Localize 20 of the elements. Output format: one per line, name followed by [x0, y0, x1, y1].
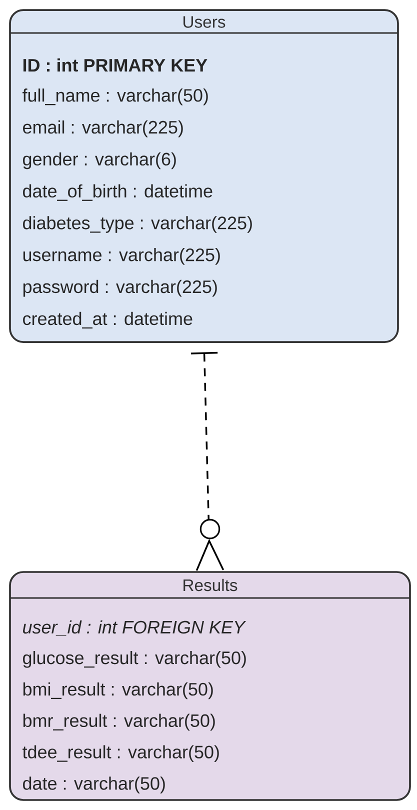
- entity-title: Results: [184, 578, 238, 592]
- entity-table: [9, 571, 411, 801]
- entity-title: Users: [184, 16, 226, 28]
- relationship-line: [190, 352, 224, 571]
- attribute-row: ID : int PRIMARY KEY: [23, 58, 208, 72]
- attribute-row: date_of_birth : datetime: [23, 184, 212, 201]
- attribute-row: bmr_result : varchar(50): [23, 714, 215, 731]
- attribute-row: password : varchar(225): [23, 280, 217, 297]
- attribute-row: diabetes_type : varchar(225): [23, 216, 252, 233]
- attribute-row: email : varchar(225): [23, 120, 183, 138]
- entity-table: [9, 9, 399, 343]
- attribute-row: username : varchar(225): [23, 248, 220, 265]
- attribute-row: created_at : datetime: [23, 312, 192, 329]
- attribute-row: date : varchar(50): [23, 776, 165, 794]
- attribute-row: bmi_result : varchar(50): [23, 682, 213, 700]
- attribute-row: gender : varchar(6): [23, 152, 176, 170]
- attribute-row: user_id : int FOREIGN KEY: [23, 620, 246, 636]
- attribute-row: full_name : varchar(50): [22, 88, 208, 106]
- attribute-row: tdee_result : varchar(50): [22, 745, 219, 762]
- attribute-row: glucose_result : varchar(50): [23, 651, 246, 668]
